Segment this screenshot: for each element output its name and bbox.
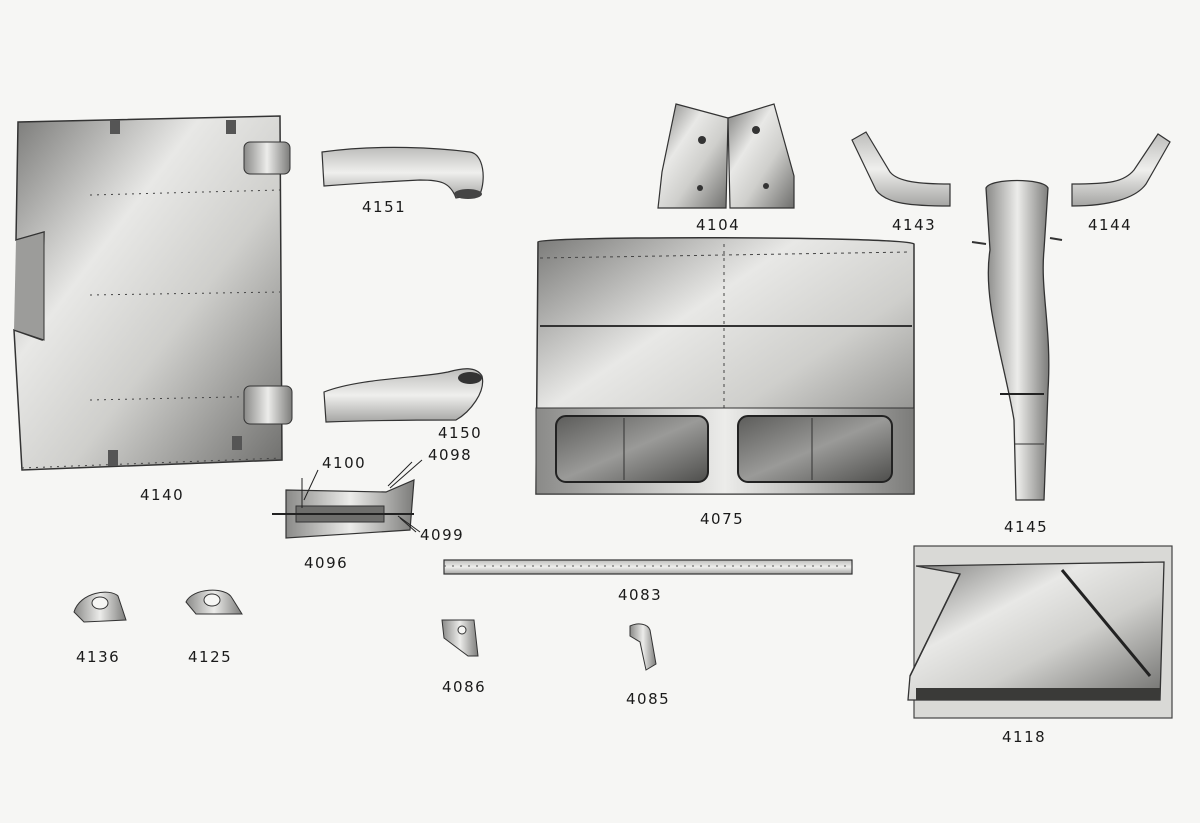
part-4075-drawing [535, 236, 915, 495]
label-4075: 4075 [700, 510, 744, 528]
label-4085: 4085 [626, 690, 670, 708]
label-4096: 4096 [304, 554, 348, 572]
label-4125: 4125 [188, 648, 232, 666]
part-4140-drawing [13, 115, 293, 471]
leader-4099 [399, 517, 417, 533]
part-4104-drawing [657, 103, 795, 209]
label-4104: 4104 [696, 216, 740, 234]
label-4100: 4100 [322, 454, 366, 472]
label-4145: 4145 [1004, 518, 1048, 536]
label-4099: 4099 [420, 526, 464, 544]
part-4083-drawing [443, 559, 853, 575]
label-4151: 4151 [362, 198, 406, 216]
label-4150: 4150 [438, 424, 482, 442]
label-4083: 4083 [618, 586, 662, 604]
part-4136-drawing [73, 591, 127, 623]
part-4143-drawing [851, 131, 951, 207]
label-4140: 4140 [140, 486, 184, 504]
part-4096-drawing [272, 461, 421, 539]
part-4118-drawing [907, 545, 1173, 719]
leader-4098 [389, 459, 423, 489]
part-4125-drawing [185, 589, 243, 615]
label-4098: 4098 [428, 446, 472, 464]
label-4143: 4143 [892, 216, 936, 234]
label-4086: 4086 [442, 678, 486, 696]
label-4136: 4136 [76, 648, 120, 666]
label-4118: 4118 [1002, 728, 1046, 746]
part-4086-drawing [441, 619, 479, 657]
part-4144-drawing [1071, 133, 1171, 207]
label-4144: 4144 [1088, 216, 1132, 234]
part-4085-drawing [629, 623, 657, 671]
part-4151-drawing [321, 146, 484, 199]
part-4145-drawing [971, 179, 1063, 501]
part-4150-drawing [323, 368, 484, 423]
leader-4100 [303, 469, 319, 501]
